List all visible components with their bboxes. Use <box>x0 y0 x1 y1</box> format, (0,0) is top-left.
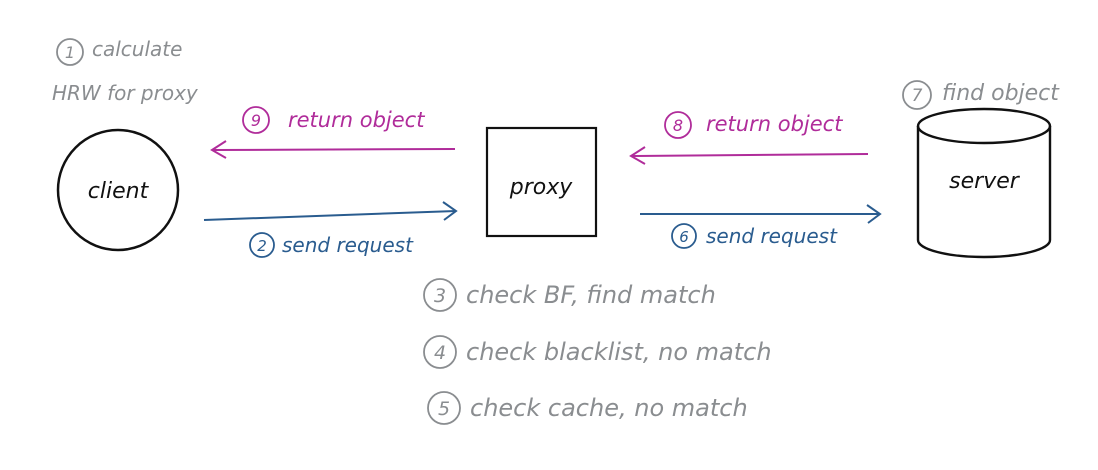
step-9-text: return object <box>288 108 425 132</box>
step-5-number: 5 <box>438 398 450 420</box>
server-cylinder-top <box>916 107 1052 145</box>
step-4-number: 4 <box>434 342 446 364</box>
step-4-text: check blacklist, no match <box>466 338 772 366</box>
step-1-text-line1: calculate <box>92 37 182 61</box>
step-7-note: 7 find object <box>902 80 1060 110</box>
step-3-text: check BF, find match <box>466 281 716 309</box>
step-9-number: 9 <box>251 111 261 130</box>
step-2-arrow-line <box>203 210 457 221</box>
step-4-circle <box>423 335 457 369</box>
proxy-node: proxy <box>485 126 598 238</box>
step-8-return-arrow: 8 return object <box>629 111 869 165</box>
step-8-arrow-line <box>631 153 869 157</box>
step-3-circle <box>423 278 457 312</box>
proxy-label: proxy <box>509 175 573 200</box>
step-6-arrow-head <box>866 204 882 224</box>
step-9-return-arrow: 9 return object <box>210 106 456 159</box>
step-9-circle <box>242 106 270 134</box>
step-9-arrow-head <box>210 140 227 159</box>
step-8-text: return object <box>706 112 843 136</box>
server-label: server <box>949 169 1021 194</box>
step-5-note: 5 check cache, no match <box>427 391 748 425</box>
step-7-text: find object <box>942 81 1060 106</box>
proxy-box <box>485 126 598 238</box>
step-3-note: 3 check BF, find match <box>423 278 716 312</box>
step-6-text: send request <box>706 224 838 248</box>
client-circle <box>56 128 180 252</box>
step-1-text-line2: HRW for proxy <box>52 81 199 105</box>
step-6-circle <box>671 223 697 249</box>
step-3-number: 3 <box>434 285 446 307</box>
step-9-arrow-line <box>212 148 456 151</box>
step-2-arrow-head <box>442 201 458 221</box>
step-6-request-arrow: 6 send request <box>640 204 882 249</box>
step-4-note: 4 check blacklist, no match <box>423 335 772 369</box>
step-2-number: 2 <box>257 237 267 255</box>
step-7-circle <box>902 80 932 110</box>
step-1-note: 1 calculate HRW for proxy <box>52 37 199 105</box>
step-5-text: check cache, no match <box>470 394 748 422</box>
step-8-number: 8 <box>673 116 683 135</box>
step-1-number: 1 <box>65 43 75 62</box>
client-node: client <box>56 128 180 252</box>
step-2-circle <box>249 232 275 258</box>
client-label: client <box>88 179 150 204</box>
server-cylinder-body <box>916 126 1052 259</box>
step-6-number: 6 <box>679 228 689 246</box>
server-node: server <box>916 107 1052 259</box>
step-7-number: 7 <box>912 86 923 106</box>
step-8-circle <box>664 111 692 139</box>
step-5-circle <box>427 391 461 425</box>
step-8-arrow-head <box>629 146 646 165</box>
step-1-circle <box>56 38 84 66</box>
step-2-text: send request <box>282 233 414 257</box>
step-2-request-arrow: 2 send request <box>203 201 458 258</box>
